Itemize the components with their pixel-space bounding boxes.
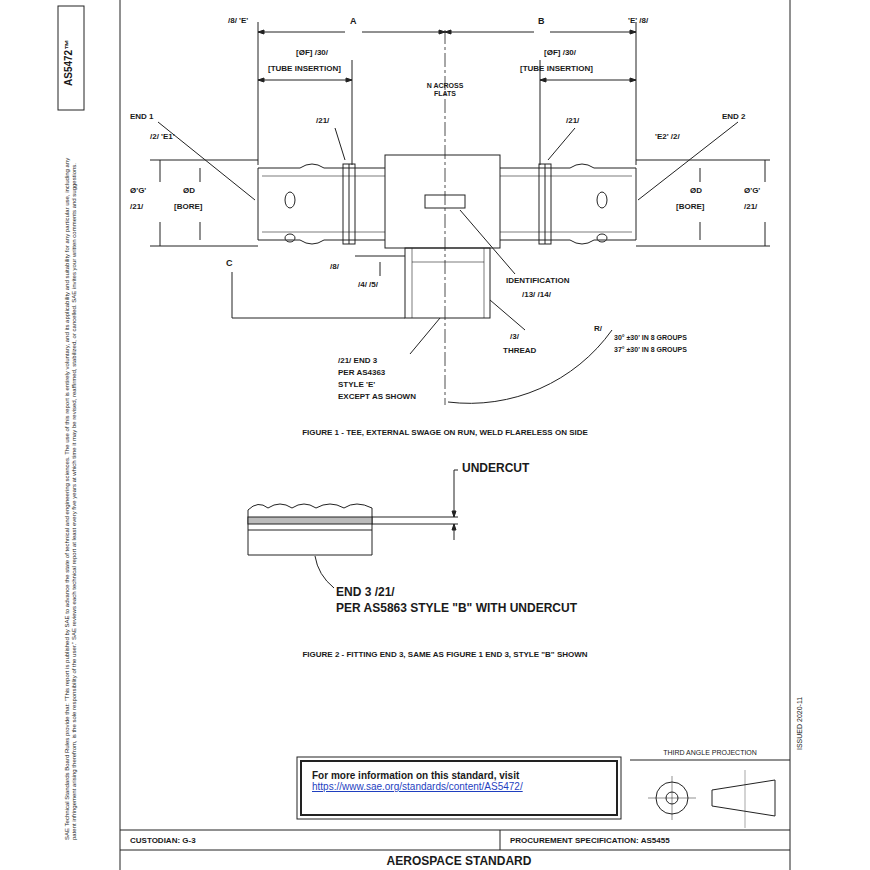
drawing-label: [BORE] [174, 202, 202, 211]
drawing-label: CUSTODIAN: G-3 [130, 836, 196, 845]
drawing-label: 30° ±30' IN 8 GROUPS [614, 334, 687, 342]
drawing-label: N ACROSS FLATS [419, 82, 471, 98]
drawing-label: PER AS5863 STYLE "B" WITH UNDERCUT [336, 602, 577, 616]
cell-text: AEROSPACE STANDARD [300, 852, 618, 870]
drawing-label: 'E2' /2/ [655, 132, 680, 141]
drawing-label: /2/ 'E1' [150, 132, 175, 141]
drawing-label: FIGURE 2 - FITTING END 3, SAME AS FIGURE… [302, 650, 587, 659]
drawing-label: PER AS4363 [338, 368, 385, 377]
drawing-label: /8/ 'E' [228, 16, 248, 25]
drawing-label: 'E' /8/ [628, 16, 648, 25]
drawing-label: C [226, 258, 233, 268]
drawing-label: ØD [183, 186, 195, 195]
drawing-label: /13/ /14/ [522, 290, 551, 299]
drawing-label: PROCUREMENT SPECIFICATION: AS5455 [510, 836, 670, 845]
cell-text: AS5472™ [63, 40, 74, 86]
cell-text: THIRD ANGLE PROJECTION [630, 745, 790, 760]
drawing-label: [BORE] [676, 202, 704, 211]
drawing-label: [TUBE INSERTION] [520, 64, 593, 73]
drawing-label: R/ [594, 324, 602, 333]
drawing-label: [TUBE INSERTION] [268, 64, 341, 73]
drawing-label: EXCEPT AS SHOWN [338, 392, 416, 401]
drawing-label: [ØF] /30/ [296, 48, 328, 57]
drawing-label: ØD [690, 186, 702, 195]
drawing-label: /21/ [744, 202, 757, 211]
drawing-label: B [538, 16, 545, 26]
drawing-label: END 2 [722, 112, 746, 121]
title-block-cell: THIRD ANGLE PROJECTION [630, 745, 790, 760]
drawing-label: IDENTIFICATION [506, 276, 569, 285]
drawing-label: /3/ [510, 332, 519, 341]
drawing-label: THREAD [503, 346, 536, 355]
drawing-label: /21/ [316, 116, 329, 125]
drawing-label: END 1 [130, 112, 154, 121]
web-link: https://www.sae.org/standards/content/AS… [312, 781, 606, 792]
title-block-cell: AEROSPACE STANDARD [300, 852, 618, 870]
drawing-label: UNDERCUT [462, 462, 529, 476]
drawing-label: STYLE 'E' [338, 380, 375, 389]
drawing-label: Ø'G' [744, 186, 760, 195]
drawing-label: /4/ /5/ [358, 280, 378, 289]
cell-text: For more information on this standard, v… [312, 770, 606, 781]
margin-note: SAE Technical Standards Board Rules prov… [64, 140, 78, 840]
drawing-label: 37° ±30' IN 8 GROUPS [614, 346, 687, 354]
drawing-label: A [350, 16, 357, 26]
drawing-label: FIGURE 1 - TEE, EXTERNAL SWAGE ON RUN, W… [302, 428, 588, 437]
drawing-label: /21/ END 3 [338, 356, 377, 365]
drawing-label: [ØF] /30/ [544, 48, 576, 57]
document-number-box: AS5472™ [58, 6, 84, 110]
margin-note: ISSUED 2020-11 [796, 680, 804, 750]
drawing-label: /21/ [566, 116, 579, 125]
drawing-label: /21/ [130, 202, 143, 211]
drawing-label: END 3 /21/ [336, 586, 395, 600]
info-box: For more information on this standard, v… [300, 760, 618, 816]
drawing-label: Ø'G' [130, 186, 146, 195]
drawing-label: /8/ [330, 262, 339, 271]
